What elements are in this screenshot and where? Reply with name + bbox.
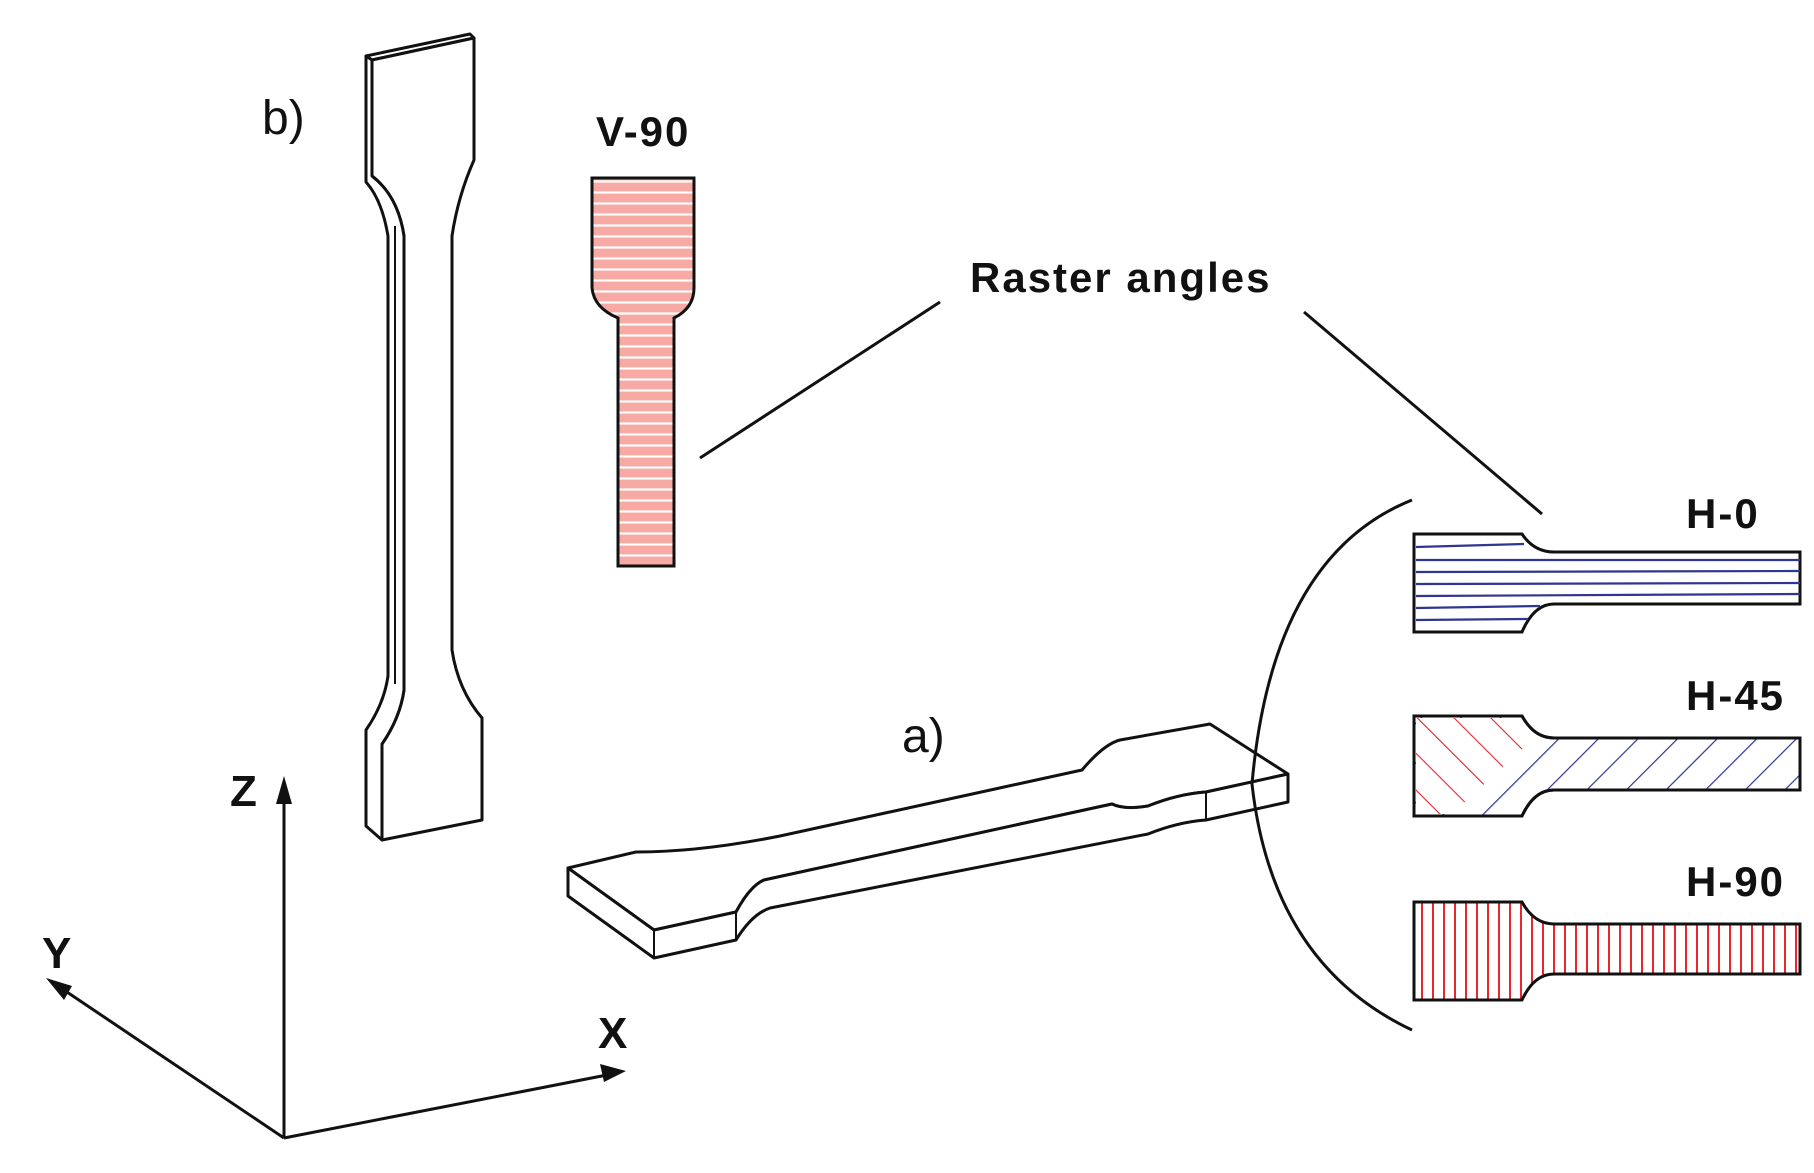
label-h0: H-0 xyxy=(1686,490,1760,537)
axis-label-z: Z xyxy=(230,767,257,816)
h0-specimen xyxy=(1412,532,1802,634)
leader-line-left xyxy=(699,300,941,460)
label-v90: V-90 xyxy=(596,108,690,155)
vertical-specimen-b xyxy=(364,32,484,842)
leader-line-right xyxy=(1303,310,1543,516)
label-a: a) xyxy=(902,710,945,763)
label-h90: H-90 xyxy=(1686,858,1785,905)
label-raster-angles: Raster angles xyxy=(970,254,1271,301)
label-b: b) xyxy=(262,92,305,145)
bracket-arc xyxy=(1250,498,1413,1032)
coordinate-axes xyxy=(46,776,626,1140)
axis-label-x: X xyxy=(598,1009,627,1058)
h90-specimen xyxy=(1412,900,1802,1002)
h45-specimen xyxy=(1412,714,1802,818)
axis-label-y: Y xyxy=(42,929,71,978)
flat-specimen-a xyxy=(566,722,1290,960)
v90-specimen xyxy=(590,176,696,568)
label-h45: H-45 xyxy=(1686,672,1785,719)
